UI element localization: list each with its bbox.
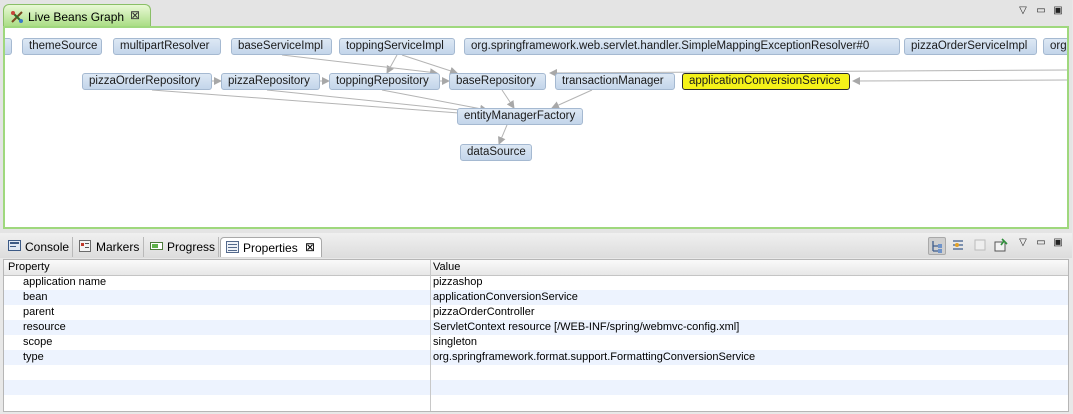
minimize-icon[interactable]: ▭ — [1036, 5, 1046, 16]
property-name: resource — [23, 321, 66, 333]
bean-node-org-springframework-web-servlet-handler-SimpleMappingExceptionResolver-0[interactable]: org.springframework.web.servlet.handler.… — [464, 38, 900, 55]
pin-icon[interactable] — [993, 237, 1011, 255]
table-row-empty — [4, 365, 1068, 380]
dependency-edge — [281, 54, 438, 77]
tab-markers-label: Markers — [96, 240, 140, 254]
beans-graph-icon — [10, 10, 24, 24]
restore-default-icon[interactable] — [972, 237, 990, 255]
dependency-edge — [549, 68, 1067, 77]
property-value: ServletContext resource [/WEB-INF/spring… — [433, 321, 740, 333]
bean-node-pizzaOrderServiceImpl[interactable]: pizzaOrderServiceImpl — [904, 38, 1037, 55]
graph-edges — [151, 54, 1067, 145]
close-icon[interactable]: ⊠ — [130, 8, 141, 22]
property-name: application name — [23, 276, 107, 288]
table-row[interactable]: application name pizzashop — [4, 275, 1068, 290]
dependency-edge — [266, 89, 480, 116]
column-divider[interactable] — [430, 260, 431, 411]
close-icon[interactable]: ⊠ — [305, 240, 316, 254]
table-header: Property Value — [4, 260, 1068, 276]
property-name: bean — [23, 291, 48, 303]
dependency-edge — [401, 54, 458, 75]
bean-node-transactionManager[interactable]: transactionManager — [555, 73, 675, 90]
table-row[interactable]: type org.springframework.format.support.… — [4, 350, 1068, 365]
view-menu-icon[interactable]: ▽ — [1019, 237, 1027, 248]
tab-console-label: Console — [25, 240, 70, 254]
tab-label: Live Beans Graph — [28, 10, 125, 24]
property-name: parent — [23, 306, 55, 318]
dependency-edge — [551, 89, 593, 109]
markers-icon — [79, 240, 92, 252]
column-header-property[interactable]: Property — [8, 261, 50, 273]
maximize-icon[interactable]: ▣ — [1053, 5, 1063, 16]
bean-node-applicationConversionService[interactable]: applicationConversionService — [682, 73, 850, 90]
property-value: pizzaOrderController — [433, 306, 535, 318]
property-value: pizzashop — [433, 276, 483, 288]
property-name: scope — [23, 336, 53, 348]
bean-node-pizzaOrderRepository[interactable]: pizzaOrderRepository — [82, 73, 212, 90]
dependency-edge — [501, 89, 515, 109]
tab-progress-label: Progress — [167, 240, 216, 254]
property-value: org.springframework.format.support.Forma… — [433, 351, 756, 363]
bean-node-entityManagerFactory[interactable]: entityManagerFactory — [457, 108, 583, 125]
table-row[interactable]: resource ServletContext resource [/WEB-I… — [4, 320, 1068, 335]
table-row[interactable]: parent pizzaOrderController — [4, 305, 1068, 320]
live-beans-graph-view: Live Beans Graph ⊠ ▽ ▭ ▣ themeSource mult… — [0, 0, 1072, 229]
property-name: type — [23, 351, 44, 363]
tab-markers[interactable]: Markers — [74, 237, 144, 257]
bean-node-org[interactable]: org — [1043, 38, 1067, 55]
show-advanced-icon[interactable] — [950, 237, 968, 255]
console-icon — [8, 240, 21, 252]
dependency-edge — [151, 89, 473, 118]
bean-node-themeSource[interactable]: themeSource — [22, 38, 102, 55]
tab-properties-label: Properties — [243, 241, 298, 255]
table-row-empty — [4, 380, 1068, 395]
bean-node-clipped[interactable] — [5, 38, 12, 55]
tab-properties[interactable]: Properties ⊠ — [220, 237, 322, 257]
table-row[interactable]: scope singleton — [4, 335, 1068, 350]
bottom-panel: Console Markers Progress Properties ⊠ — [0, 233, 1072, 414]
properties-icon — [226, 241, 239, 253]
bean-node-toppingServiceImpl[interactable]: toppingServiceImpl — [339, 38, 455, 55]
bean-node-toppingRepository[interactable]: toppingRepository — [329, 73, 440, 90]
bean-node-dataSource[interactable]: dataSource — [460, 144, 532, 161]
dependency-edge — [498, 124, 508, 145]
dependency-edge — [852, 76, 1067, 85]
show-categories-icon[interactable] — [928, 237, 946, 255]
maximize-icon[interactable]: ▣ — [1053, 237, 1063, 248]
graph-canvas[interactable]: themeSource multipartResolver baseServiceI… — [3, 26, 1069, 229]
table-row[interactable]: bean applicationConversionService — [4, 290, 1068, 305]
bean-node-baseServiceImpl[interactable]: baseServiceImpl — [231, 38, 332, 55]
tab-console[interactable]: Console — [3, 237, 73, 257]
bean-node-baseRepository[interactable]: baseRepository — [449, 73, 546, 90]
bean-node-multipartResolver[interactable]: multipartResolver — [113, 38, 221, 55]
view-menu-icon[interactable]: ▽ — [1019, 5, 1027, 16]
bottom-tabbar: Console Markers Progress Properties ⊠ — [0, 233, 1072, 258]
bean-node-pizzaRepository[interactable]: pizzaRepository — [221, 73, 320, 90]
properties-table[interactable]: Property Value application name pizzasho… — [3, 259, 1069, 412]
tab-progress[interactable]: Progress — [145, 237, 219, 257]
property-value: singleton — [433, 336, 478, 348]
dependency-edge — [381, 89, 488, 113]
graph-view-tabbar: Live Beans Graph ⊠ ▽ ▭ ▣ — [0, 0, 1072, 27]
progress-icon — [150, 240, 163, 252]
tab-live-beans-graph[interactable]: Live Beans Graph ⊠ — [3, 4, 151, 27]
column-header-value[interactable]: Value — [433, 261, 461, 273]
dependency-edge — [386, 54, 398, 74]
minimize-icon[interactable]: ▭ — [1036, 237, 1046, 248]
table-row-empty — [4, 395, 1068, 410]
property-value: applicationConversionService — [433, 291, 578, 303]
